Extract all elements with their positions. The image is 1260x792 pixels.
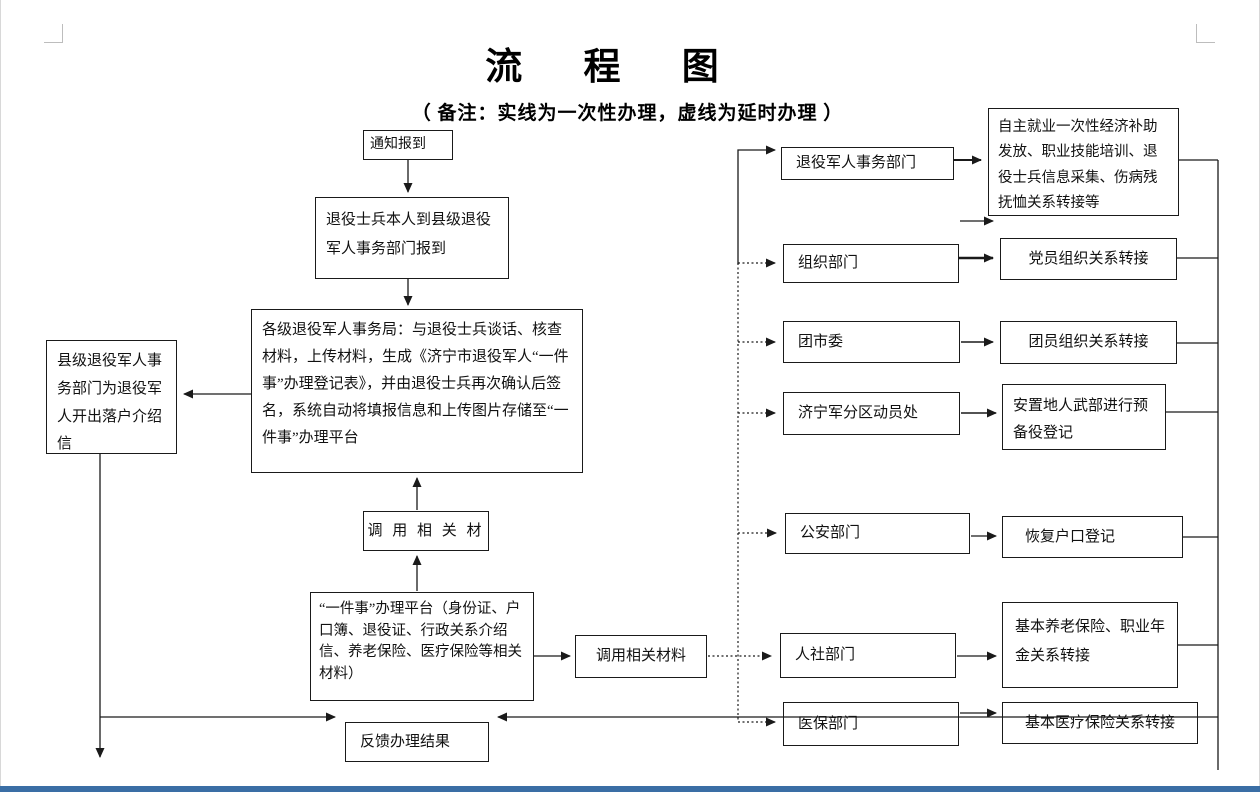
node-feedback: 反馈办理结果 [345, 722, 489, 762]
dept-human-resources: 人社部门 [780, 633, 956, 678]
page-margin-mark [1196, 42, 1215, 43]
dept-youth-league: 团市委 [783, 321, 960, 363]
page-left-edge [0, 0, 1, 792]
result-party-relation: 党员组织关系转接 [1000, 238, 1177, 280]
arrow-rail-to-dept-veteran [737, 145, 776, 264]
node-fetch-material-upper: 调 用 相 关 材 [363, 511, 489, 551]
dept-military-subdistrict: 济宁军分区动员处 [783, 392, 960, 435]
result-league-relation: 团员组织关系转接 [1000, 321, 1177, 364]
node-platform: “一件事”办理平台（身份证、户口簿、退役证、行政关系介绍信、养老保险、医疗保险等… [310, 592, 534, 701]
window-bottom-strip [0, 786, 1260, 792]
node-bureau: 各级退役军人事务局：与退役士兵谈话、核查材料，上传材料，生成《济宁市退役军人“一… [251, 309, 583, 473]
node-intro-letter: 县级退役军人事务部门为退役军人开出落户介绍信 [46, 340, 177, 454]
result-pension-transfer: 基本养老保险、职业年金关系转接 [1002, 602, 1178, 688]
page-margin-mark [62, 24, 63, 42]
dept-organization: 组织部门 [783, 244, 959, 283]
result-reserve-registration: 安置地人武部进行预备役登记 [1002, 384, 1166, 450]
node-fetch-material-lower: 调用相关材料 [575, 635, 707, 678]
result-self-employment: 自主就业一次性经济补助发放、职业技能培训、退役士兵信息采集、伤病残抚恤关系转接等 [988, 108, 1179, 216]
dept-medical-insurance: 医保部门 [783, 702, 959, 746]
dept-veteran-affairs: 退役军人事务部门 [781, 147, 954, 180]
node-report: 退役士兵本人到县级退役军人事务部门报到 [315, 197, 509, 279]
page-title: 流 程 图 [485, 47, 745, 88]
result-medical-insurance-transfer: 基本医疗保险关系转接 [1002, 702, 1198, 744]
result-hukou-recovery: 恢复户口登记 [1002, 516, 1183, 558]
dept-public-security: 公安部门 [785, 513, 970, 554]
page-margin-mark [1196, 24, 1197, 42]
legend-note: （ 备注：实线为一次性办理，虚线为延时办理 ） [411, 103, 844, 124]
node-notify: 通知报到 [363, 130, 453, 160]
page-margin-mark [44, 42, 63, 43]
